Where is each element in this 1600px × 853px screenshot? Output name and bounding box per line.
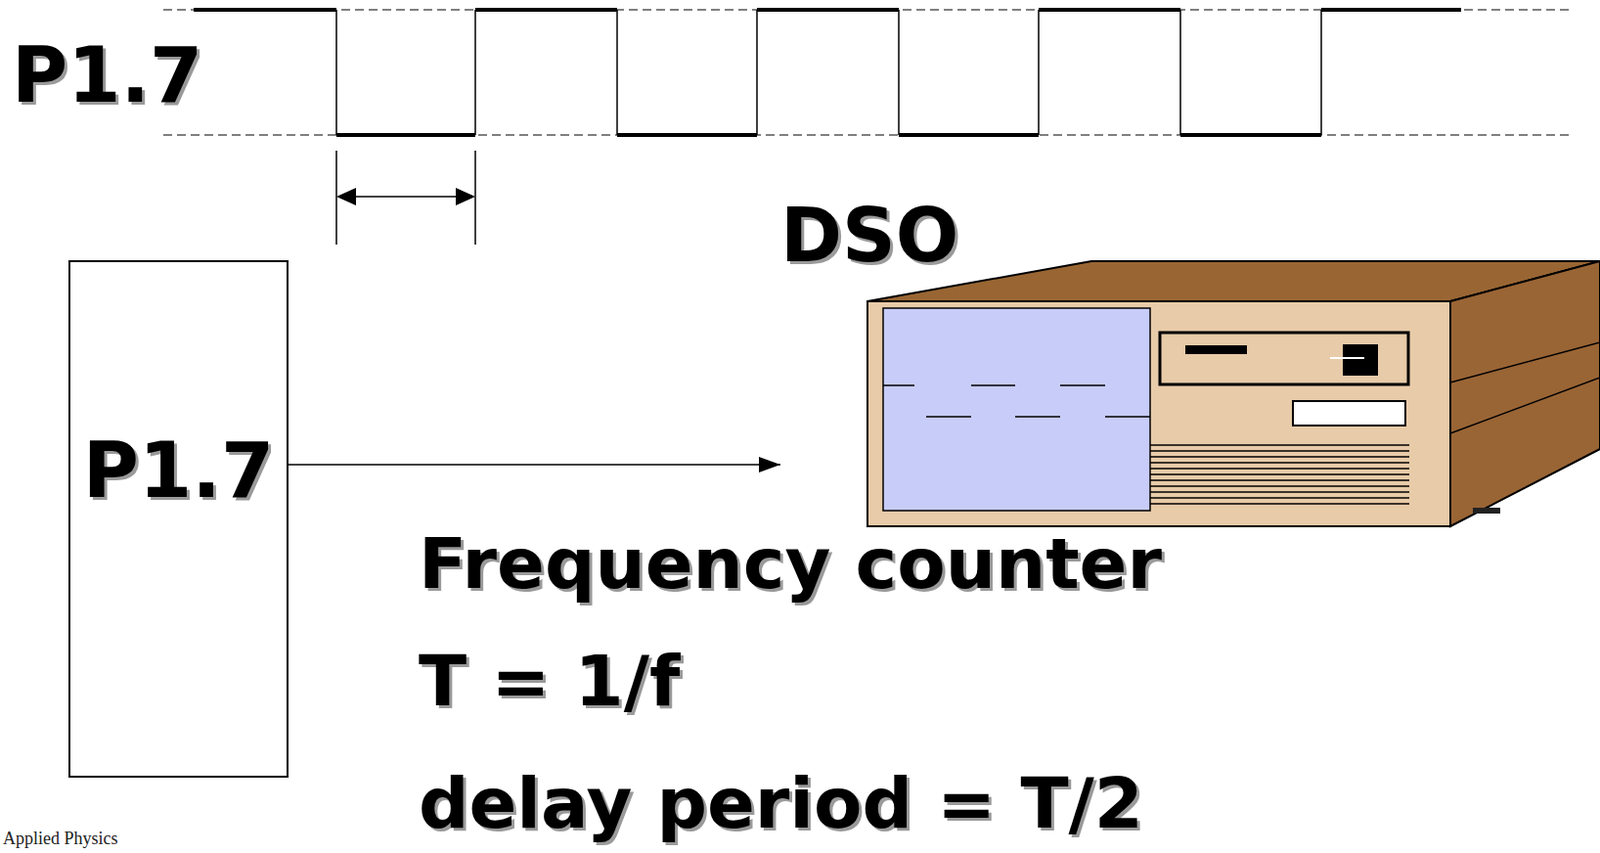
oscilloscope-part — [883, 308, 1151, 511]
oscilloscope-part — [1450, 261, 1600, 527]
oscilloscope-part — [1150, 444, 1410, 504]
instrument-name: DSO — [780, 198, 959, 273]
arrowhead — [758, 456, 781, 473]
low-level-guide — [163, 134, 1572, 136]
signal-connector — [288, 456, 781, 473]
oscilloscope-part — [1342, 344, 1378, 376]
signal-name: P1.7 — [11, 37, 203, 114]
formula-text: delay period = T/2 — [418, 767, 1144, 839]
note-text: Frequency counter — [418, 528, 1162, 599]
oscilloscope-part — [1450, 342, 1600, 383]
oscilloscope-part — [867, 301, 1451, 527]
chip-box: P1.7 — [68, 260, 289, 778]
oscilloscope-part — [1292, 400, 1406, 426]
oscilloscope-part — [1159, 332, 1409, 385]
oscilloscope-part — [1185, 345, 1247, 355]
oscilloscope-part — [1450, 377, 1600, 434]
period-dimension — [336, 150, 476, 245]
oscilloscope-part — [1472, 507, 1501, 514]
square-wave — [193, 9, 1462, 135]
pin-name: P1.7 — [83, 432, 274, 509]
high-level-guide — [163, 9, 1572, 11]
dimension-arrowhead — [455, 187, 476, 206]
dimension-arrowhead — [336, 187, 356, 206]
oscilloscope-part — [883, 385, 1151, 417]
footer-text: Applied Physics — [2, 829, 119, 847]
square-wave-edges — [336, 9, 1322, 135]
oscilloscope-part — [1330, 356, 1365, 359]
formula-text: T = 1/f — [418, 645, 680, 716]
oscilloscope-instrument: DSO — [780, 198, 1600, 536]
